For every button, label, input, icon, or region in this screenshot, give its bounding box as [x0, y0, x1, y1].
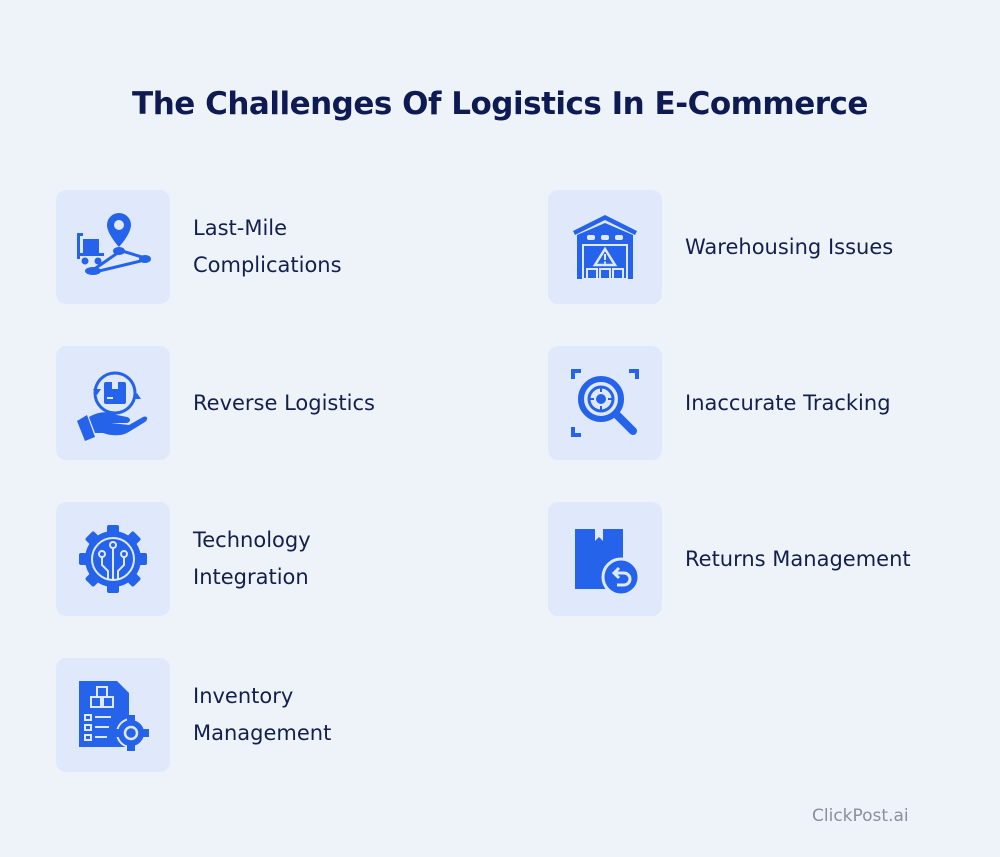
challenge-reverse-logistics: Reverse Logistics [56, 346, 375, 460]
brand-watermark: ClickPost.ai [812, 806, 909, 826]
box-return-icon [575, 529, 641, 597]
item-label-line1: Reverse Logistics [193, 390, 375, 415]
icon-tile [548, 502, 662, 616]
item-label-line1: Inaccurate Tracking [685, 390, 891, 415]
challenge-warehousing: Warehousing Issues [548, 190, 893, 304]
icon-tile [56, 346, 170, 460]
challenge-returns-management: Returns Management [548, 502, 911, 616]
item-label-line2: Complications [193, 253, 342, 277]
icon-tile [56, 502, 170, 616]
item-label-line2: Integration [193, 565, 309, 589]
page-title: The Challenges Of Logistics In E-Commerc… [132, 86, 868, 122]
item-label-line1: Returns Management [685, 546, 911, 571]
icon-tile [548, 346, 662, 460]
item-label-line1: Warehousing Issues [685, 234, 894, 259]
challenge-inventory-management: Inventory Management [56, 658, 331, 772]
item-label-line1: Last-Mile [193, 216, 288, 240]
document-gear-icon [79, 681, 149, 751]
challenge-technology-integration: Technology Integration [56, 502, 311, 616]
hand-box-cycle-icon [77, 371, 148, 441]
icon-tile [56, 190, 170, 304]
warehouse-warning-icon [573, 215, 637, 280]
icon-tile [56, 658, 170, 772]
delivery-route-icon [77, 213, 151, 275]
item-label-line1: Technology [193, 528, 311, 552]
challenge-inaccurate-tracking: Inaccurate Tracking [548, 346, 891, 460]
gear-circuit-icon [79, 525, 147, 593]
item-label-line2: Management [193, 721, 332, 745]
item-label-line1: Inventory [193, 684, 294, 708]
magnifier-target-icon [571, 369, 639, 437]
challenge-last-mile: Last-Mile Complications [56, 190, 342, 304]
icon-tile [548, 190, 662, 304]
